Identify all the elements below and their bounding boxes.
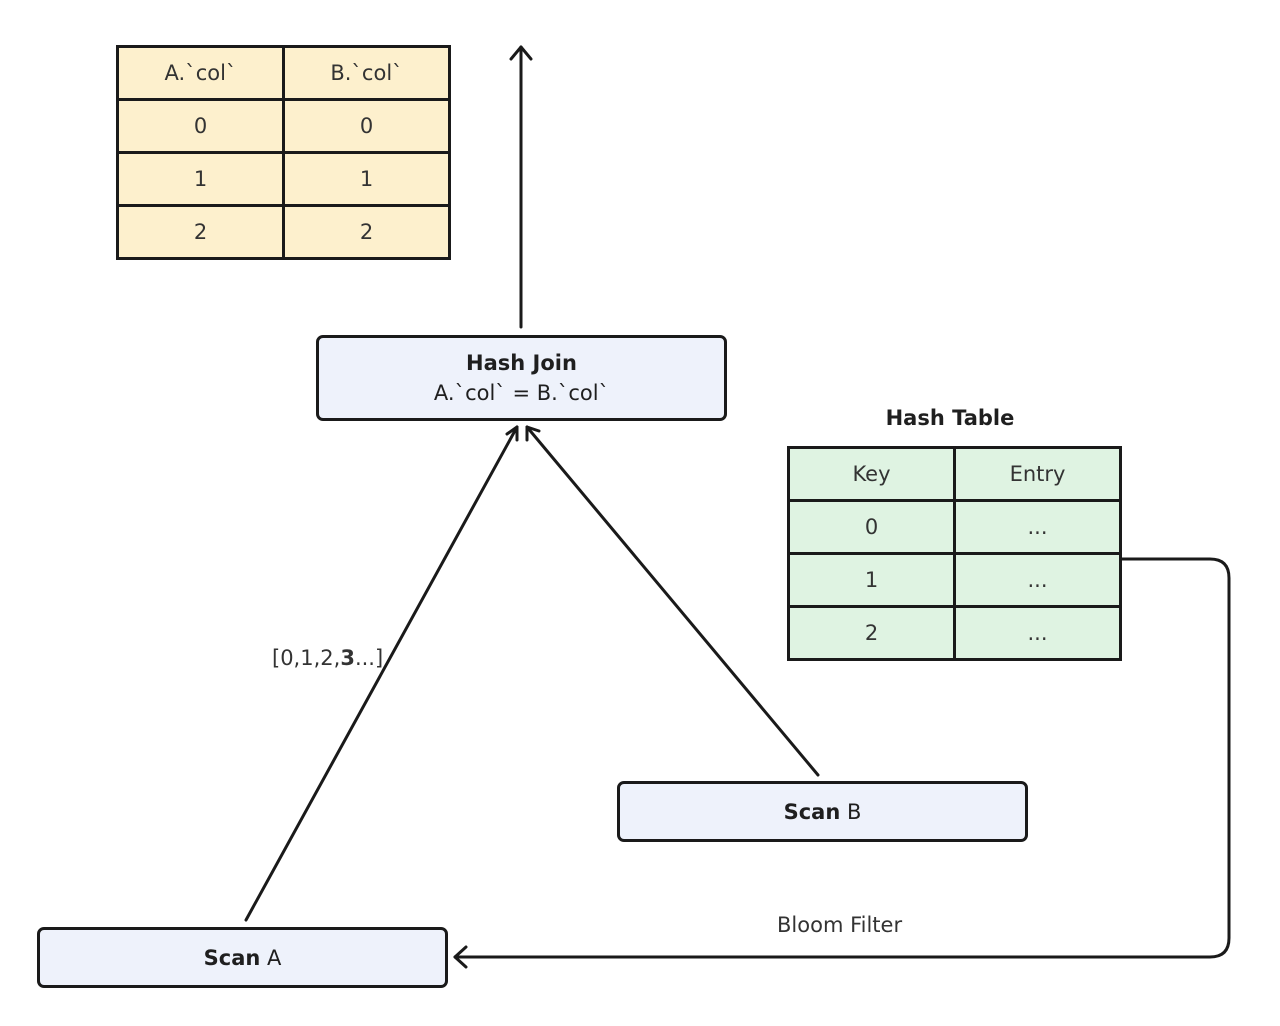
table-row: 0 0 (116, 98, 451, 154)
result-cell: 0 (116, 98, 285, 154)
result-header-a-col: A.`col` (116, 45, 285, 101)
scan-a-node: Scan A (37, 927, 448, 988)
scan-b-to-join-line (525, 425, 820, 777)
hash-join-title: Hash Join (466, 351, 577, 375)
result-cell: 2 (116, 204, 285, 260)
hash-entry-cell: ... (953, 499, 1122, 555)
table-row: 1 1 (116, 151, 451, 207)
hash-table: Key Entry 0 ... 1 ... 2 ... (787, 446, 1122, 661)
hash-join-node: Hash Join A.`col` = B.`col` (316, 335, 727, 421)
scan-a-label-bold: Scan (203, 945, 261, 970)
table-row: 2 ... (787, 605, 1122, 661)
bloom-filter-path (453, 557, 1231, 959)
hash-table-header-key: Key (787, 446, 956, 502)
scan-a-to-join-arrowhead (505, 425, 519, 442)
result-cell: 0 (282, 98, 451, 154)
scan-a-to-join-line (244, 425, 519, 922)
hash-table-header-entry: Entry (953, 446, 1122, 502)
hash-table-header-row: Key Entry (787, 446, 1122, 502)
probe-values-label: [0,1,2,3...] (272, 646, 383, 670)
scan-b-to-join-arrowhead (525, 425, 541, 442)
scan-b-node: Scan B (617, 781, 1028, 842)
result-cell: 2 (282, 204, 451, 260)
scan-a-label-rest: A (260, 945, 282, 970)
output-arrowhead (509, 45, 533, 61)
hash-table-title: Hash Table (885, 406, 1015, 430)
scan-b-label-bold: Scan (783, 799, 841, 824)
result-table-header-row: A.`col` B.`col` (116, 45, 451, 101)
result-cell: 1 (282, 151, 451, 207)
hash-key-cell: 2 (787, 605, 956, 661)
scan-b-label-rest: B (840, 799, 862, 824)
table-row: 1 ... (787, 552, 1122, 608)
bloom-filter-arrowhead (453, 945, 468, 969)
table-row: 2 2 (116, 204, 451, 260)
probe-values-prefix: [0,1,2, (272, 646, 341, 670)
table-row: 0 ... (787, 499, 1122, 555)
probe-values-highlight: 3 (340, 646, 355, 670)
hash-key-cell: 0 (787, 499, 956, 555)
hash-entry-cell: ... (953, 605, 1122, 661)
result-cell: 1 (116, 151, 285, 207)
hash-entry-cell: ... (953, 552, 1122, 608)
hash-join-condition: A.`col` = B.`col` (433, 381, 610, 405)
probe-values-suffix: ...] (354, 646, 384, 670)
result-table: A.`col` B.`col` 0 0 1 1 2 2 (116, 45, 451, 260)
hash-key-cell: 1 (787, 552, 956, 608)
bloom-filter-label: Bloom Filter (777, 913, 903, 937)
result-header-b-col: B.`col` (282, 45, 451, 101)
